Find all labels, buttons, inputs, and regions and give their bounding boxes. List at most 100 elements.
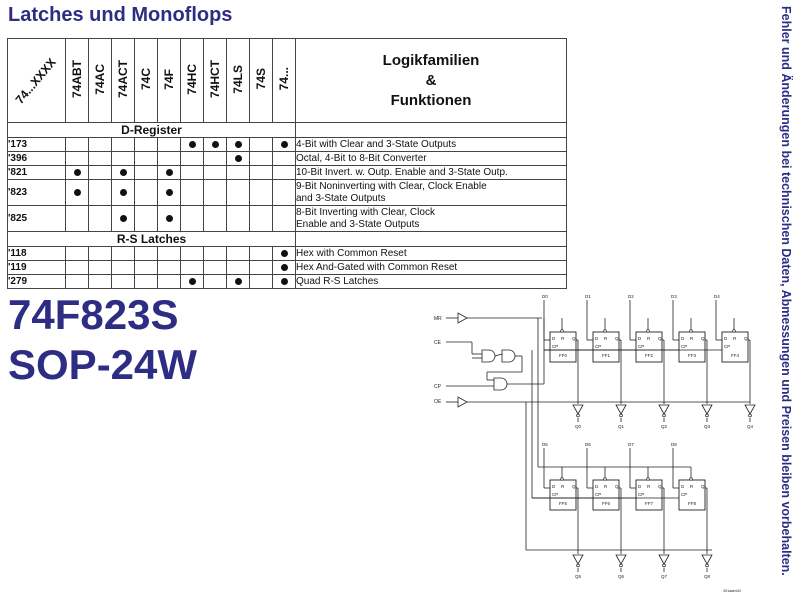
family-cell [111,246,135,261]
family-label: 74AC [93,63,107,95]
family-label: 74LS [231,64,245,94]
availability-dot [73,168,81,176]
diagram-label: CP [638,344,644,349]
diagram-label: D [595,484,599,489]
section-spacer: R-S Latches [7,231,296,247]
flipflop-box [635,479,663,511]
family-label: 74ACT [116,59,130,98]
diagram-label: R [690,484,694,489]
package-label: SOP-24W [8,341,198,388]
family-label: 74HC [185,63,199,95]
family-cell [180,137,204,152]
diagram-label: D [724,336,728,341]
diagram-label: D4 [714,294,720,299]
diagram-label: Q [701,484,705,489]
function-cell: 9-Bit Noninverting with Clear, Clock Ena… [295,179,567,206]
family-cell [65,165,89,180]
family-cell [157,151,181,166]
bubble [689,477,693,481]
family-cell [249,274,273,289]
section-desc-cell [295,231,567,247]
diagram-label: 001aae444 [723,589,741,593]
family-cell [203,246,227,261]
family-cell [65,246,89,261]
tristate-buffer [658,554,670,565]
flipflop-box [678,331,706,363]
diagram-label: CP [434,384,442,390]
family-cell [157,274,181,289]
diagram-label: Q [744,336,748,341]
diagram-label: R [604,336,608,341]
header-line: Funktionen [390,91,472,109]
family-cell [226,260,250,275]
type-code-cell: '118 [7,246,66,261]
diagram-label: CP [724,344,730,349]
family-cell [226,246,250,261]
family-cell [88,151,112,166]
diagram-label: R [561,484,565,489]
family-header: 74HC [180,38,204,123]
family-header: 74HCT [203,38,227,123]
availability-dot [119,214,127,222]
family-cell [180,179,204,206]
family-cell [180,205,204,232]
diagram-label: R [647,336,651,341]
bubble [662,413,666,418]
disclaimer-note: Fehler und Änderungen bei technischen Da… [779,6,793,576]
diagram-label: Q6 [618,574,625,579]
family-cell [111,274,135,289]
tristate-buffer [701,554,713,565]
type-code-cell: '279 [7,274,66,289]
tristate-buffer [572,554,584,565]
diagram-label: FF7 [645,501,653,506]
family-cell [65,260,89,275]
function-line: and 3-State Outputs [296,192,386,204]
diagram-label: D2 [628,294,634,299]
family-cell [226,137,250,152]
diagram-label: D3 [671,294,677,299]
family-cell [272,165,296,180]
availability-dot [234,154,242,162]
tristate-buffer [701,404,713,415]
diagram-label: Q8 [704,574,711,579]
diagram-label: Q [701,336,705,341]
page-title: Latches und Monoflops [8,4,233,26]
family-header: 74AC [88,38,112,123]
section-row: R-S Latches [7,231,567,247]
availability-dot [165,168,173,176]
availability-dot [280,249,288,257]
family-header: 74LS [226,38,250,123]
diagram-label: CP [681,344,687,349]
diagram-label: Q [572,336,576,341]
family-cell [134,165,158,180]
flipflop-box [549,479,577,511]
diagram-label: Q3 [704,424,711,429]
availability-dot [234,140,242,148]
part-number: 74F823S [8,291,179,338]
flipflop-box [549,331,577,363]
family-cell [88,246,112,261]
function-cell: Octal, 4-Bit to 8-Bit Converter [295,151,567,166]
family-cell [249,179,273,206]
family-header: 74C [134,38,158,123]
flipflop-box [592,331,620,363]
bubble [576,563,580,568]
logic-family-table: 74...XXXX 74ABT 74AC 74ACT 74C 74F 74HC … [7,38,567,289]
tristate-buffer [572,404,584,415]
type-code-cell: '119 [7,260,66,275]
availability-dot [165,188,173,196]
family-cell [65,151,89,166]
family-cell [203,274,227,289]
diagram-label: OE [434,399,442,405]
buffer-gate [457,396,468,408]
family-cell [134,274,158,289]
bubble [662,563,666,568]
family-label: 74ABT [70,59,84,98]
diagram-label: CP [595,344,601,349]
and-gate [493,377,508,391]
table-header-row: 74...XXXX 74ABT 74AC 74ACT 74C 74F 74HC … [7,38,567,123]
flipflop-box [721,331,749,363]
